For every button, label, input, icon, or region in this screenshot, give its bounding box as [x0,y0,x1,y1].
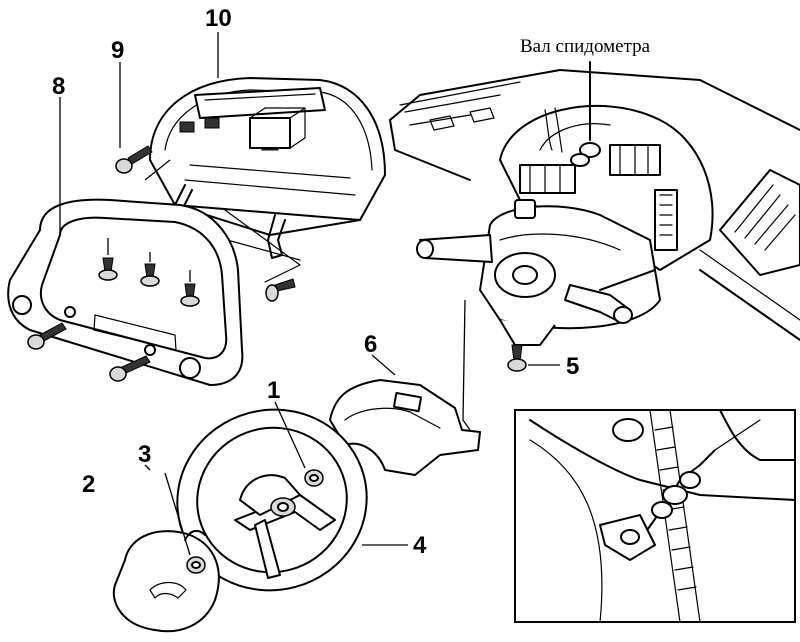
screw-5 [507,344,527,372]
connector-left [519,164,576,194]
cluster-bezel [7,198,244,386]
screw-9 [115,145,153,174]
callout-10: 10 [205,5,232,32]
screw [180,283,200,307]
nut-1 [304,469,324,487]
callout-leaders [59,32,560,556]
screw [265,278,296,302]
connector-side [654,189,678,251]
cluster-screws [27,145,296,382]
callout-5: 5 [566,353,579,380]
callout-8: 8 [52,73,65,100]
callout-6: 6 [364,331,377,358]
steering-wheel [176,408,368,592]
inset-detail [514,409,796,623]
upper-column-cover [329,379,481,476]
screw [140,263,160,287]
combination-switch-assembly [416,61,714,431]
speedometer-shaft-label: Вал спидометра [520,36,651,57]
speedometer-shaft-end [570,61,601,167]
instrument-cluster [149,77,386,283]
callout-4: 4 [413,532,427,559]
callout-2: 2 [82,471,95,498]
screw [109,355,151,382]
screw [27,322,67,350]
callout-9: 9 [111,37,124,64]
air-vent-right [719,169,800,276]
airbag-pad [112,529,220,633]
dashboard-panel [389,69,800,341]
callout-3: 3 [138,441,151,468]
screw [98,257,118,281]
bolt-3 [186,556,206,574]
callout-1: 1 [267,377,280,404]
